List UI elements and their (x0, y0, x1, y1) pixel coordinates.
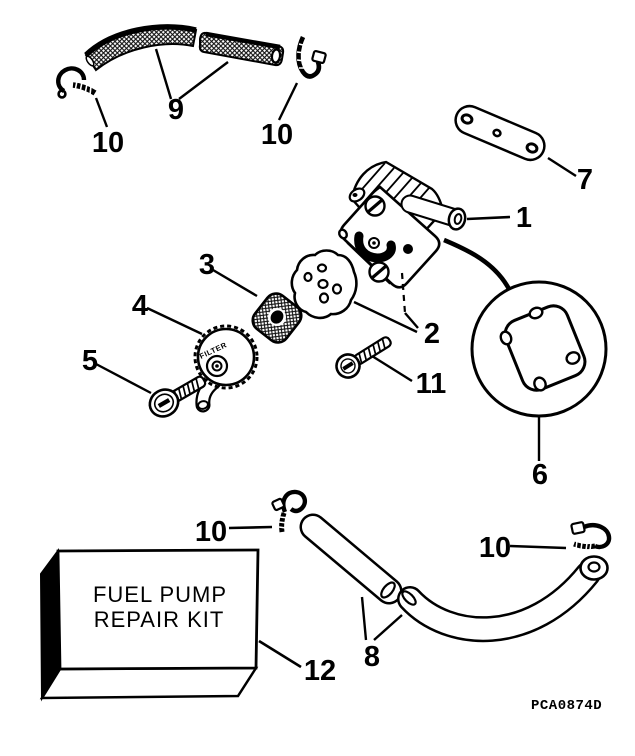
leader-line-7 (547, 156, 577, 178)
callout-12: 12 (258, 639, 336, 687)
leader-line-10-top-right (277, 82, 299, 121)
pump-gasket (290, 249, 358, 320)
hose-clamp-bottom-mid (271, 489, 308, 533)
callout-label-10-top-left: 10 (92, 127, 124, 159)
filter-cap-screw (148, 375, 207, 418)
filter-cover-cap: FILTER (193, 324, 259, 413)
callout-9: 9 (154, 48, 229, 126)
callout-label-1: 1 (516, 202, 532, 234)
alignment-dashed-line (400, 272, 407, 314)
callout-7: 7 (547, 156, 593, 196)
fuel-pump-assembly (338, 160, 467, 289)
fuel-hose-lower-curved (397, 555, 609, 643)
kit-box-text-line2: REPAIR KIT (94, 607, 225, 632)
callout-10-bottom-right: 10 (479, 532, 567, 564)
callout-label-10-bottom-mid: 10 (195, 516, 227, 548)
leader-line-10-bottom-right (509, 544, 567, 550)
callout-label-6: 6 (532, 459, 548, 491)
leader-line-3 (212, 268, 258, 298)
callout-label-2: 2 (424, 318, 440, 350)
detail-callout-curve (443, 237, 513, 293)
callout-label-5: 5 (82, 345, 98, 377)
leader-line-4 (146, 306, 203, 336)
leader-line-9 (154, 48, 229, 100)
callout-label-12: 12 (304, 655, 336, 687)
callout-8: 8 (360, 596, 403, 673)
pump-body-plate (339, 185, 441, 289)
leader-line-8 (360, 596, 403, 641)
callout-label-4: 4 (132, 290, 148, 322)
callout-10-top-left: 10 (92, 97, 124, 159)
leader-line-10-top-left (94, 97, 109, 128)
drawing-part-code: PCA0874D (531, 698, 602, 714)
callout-label-11: 11 (416, 368, 447, 400)
callout-label-7: 7 (577, 164, 593, 196)
repair-kit-box: FUEL PUMP REPAIR KIT (39, 548, 260, 702)
leader-line-2 (353, 300, 419, 334)
pump-corner-hole (338, 228, 348, 240)
leader-line-1 (466, 215, 511, 221)
callout-10-bottom-mid: 10 (195, 516, 273, 548)
kit-box-text-line1: FUEL PUMP (93, 582, 227, 607)
leader-line-12 (258, 639, 302, 669)
fuel-hose-upper-right (198, 31, 285, 67)
hose-clamp-top-left (56, 66, 97, 99)
cap-knurled-edge (193, 324, 259, 390)
callout-6: 6 (532, 417, 548, 491)
callout-10-top-right: 10 (261, 82, 299, 151)
hose-clamp-top-right (296, 36, 327, 79)
leader-line-11 (371, 354, 413, 383)
callout-2: 2 (353, 272, 440, 350)
callout-label-10-top-right: 10 (261, 119, 293, 151)
box-bottom-face (39, 666, 259, 700)
pump-chamber-detail (354, 231, 396, 263)
box-front-face (56, 548, 260, 671)
callout-11: 11 (371, 354, 447, 400)
fuel-hose-upper-left (84, 24, 198, 72)
leader-line-10-bottom-mid (228, 525, 273, 530)
callout-4: 4 (132, 290, 203, 336)
callout-3: 3 (199, 249, 258, 298)
detail-circle-gasket (470, 280, 608, 418)
hose-clamp-bottom-right (570, 521, 612, 551)
callout-label-8: 8 (364, 641, 380, 673)
filter-screen (251, 292, 303, 344)
callout-label-9: 9 (168, 94, 184, 126)
callout-1: 1 (466, 202, 532, 234)
callout-label-10-bottom-right: 10 (479, 532, 511, 564)
callout-5: 5 (82, 345, 152, 395)
leader-line-5 (95, 362, 152, 395)
pump-mounting-screw (335, 336, 392, 379)
callout-label-3: 3 (199, 249, 215, 281)
fuel-hose-lower-straight (299, 513, 403, 605)
